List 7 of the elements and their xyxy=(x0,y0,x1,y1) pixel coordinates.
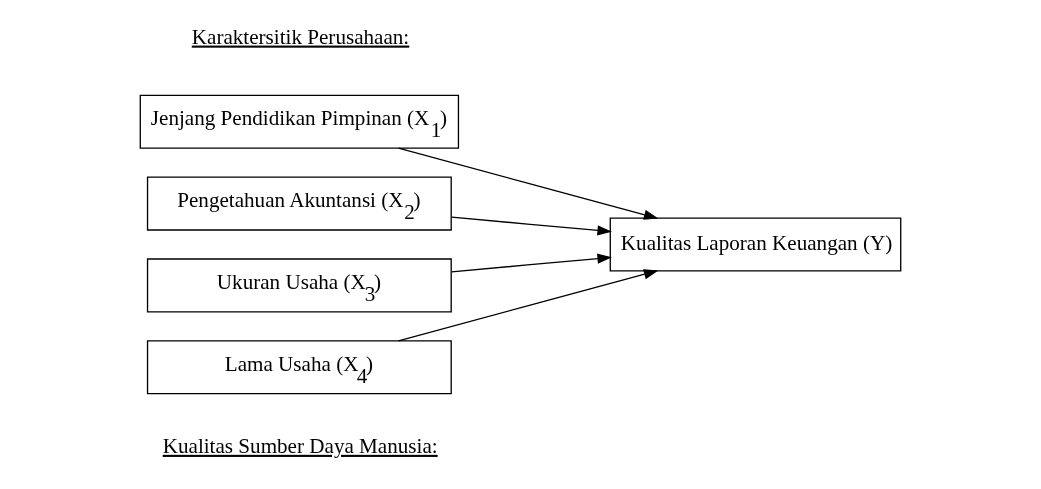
arrow xyxy=(451,216,612,236)
arrow xyxy=(397,269,659,342)
label: Karaktersitik Perusahaan: xyxy=(191,24,410,49)
node-box: Kualitas Laporan Keuangan (Y) xyxy=(609,217,902,272)
arrow xyxy=(397,147,659,220)
label: Kualitas Sumber Daya Manusia: xyxy=(162,433,438,458)
arrow xyxy=(451,253,612,273)
